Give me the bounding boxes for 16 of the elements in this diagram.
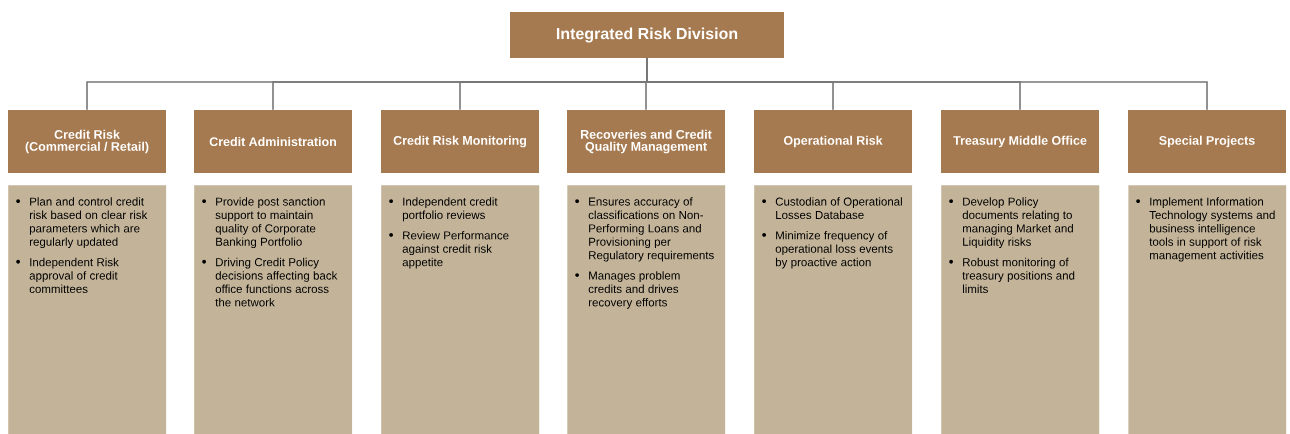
department-box: Treasury Middle Office [941,110,1099,173]
connector-line [646,57,1208,111]
bullet-list-panel: Implement Information Technology systems and business intelligence tools in support of risk management activities [1128,185,1287,434]
department-box: Special Projects [1128,110,1286,173]
bullet-list-panel: Custodian of Operational Losses Database Minimize frequency of operational loss events by proactive action [754,185,913,434]
bullet-list-panel: Develop Policy documents relating to managing Market and Liquidity risks Robust monitoring of treasury positions and limits [941,185,1100,434]
bullet-list-panel: Plan and control credit risk based on clear risk parameters which are regularly updated Independent Risk approval of credit committees [8,185,167,434]
bullet-list-panel: Independent credit portfolio reviews Review Performance against credit risk appetite [381,185,540,434]
department-box: Recoveries and Credit Quality Management [567,110,725,173]
bullet-list-panel: Ensures accuracy of classifications on Non- Performing Loans and Provisioning per Regulatory requirements Manages problem credits and drives recovery efforts [567,185,726,434]
department-box: Credit Administration [194,110,352,173]
department-box: Credit Risk Monitoring [381,110,539,173]
department-box: Credit Risk (Commercial / Retail) [8,110,166,173]
department-box: Operational Risk [754,110,912,173]
bullet-list-panel: Provide post sanction support to maintain quality of Corporate Banking Portfolio Driving Credit Policy decisions affecting back office functions across the network [194,185,353,434]
division-box: Integrated Risk Division [510,12,784,58]
